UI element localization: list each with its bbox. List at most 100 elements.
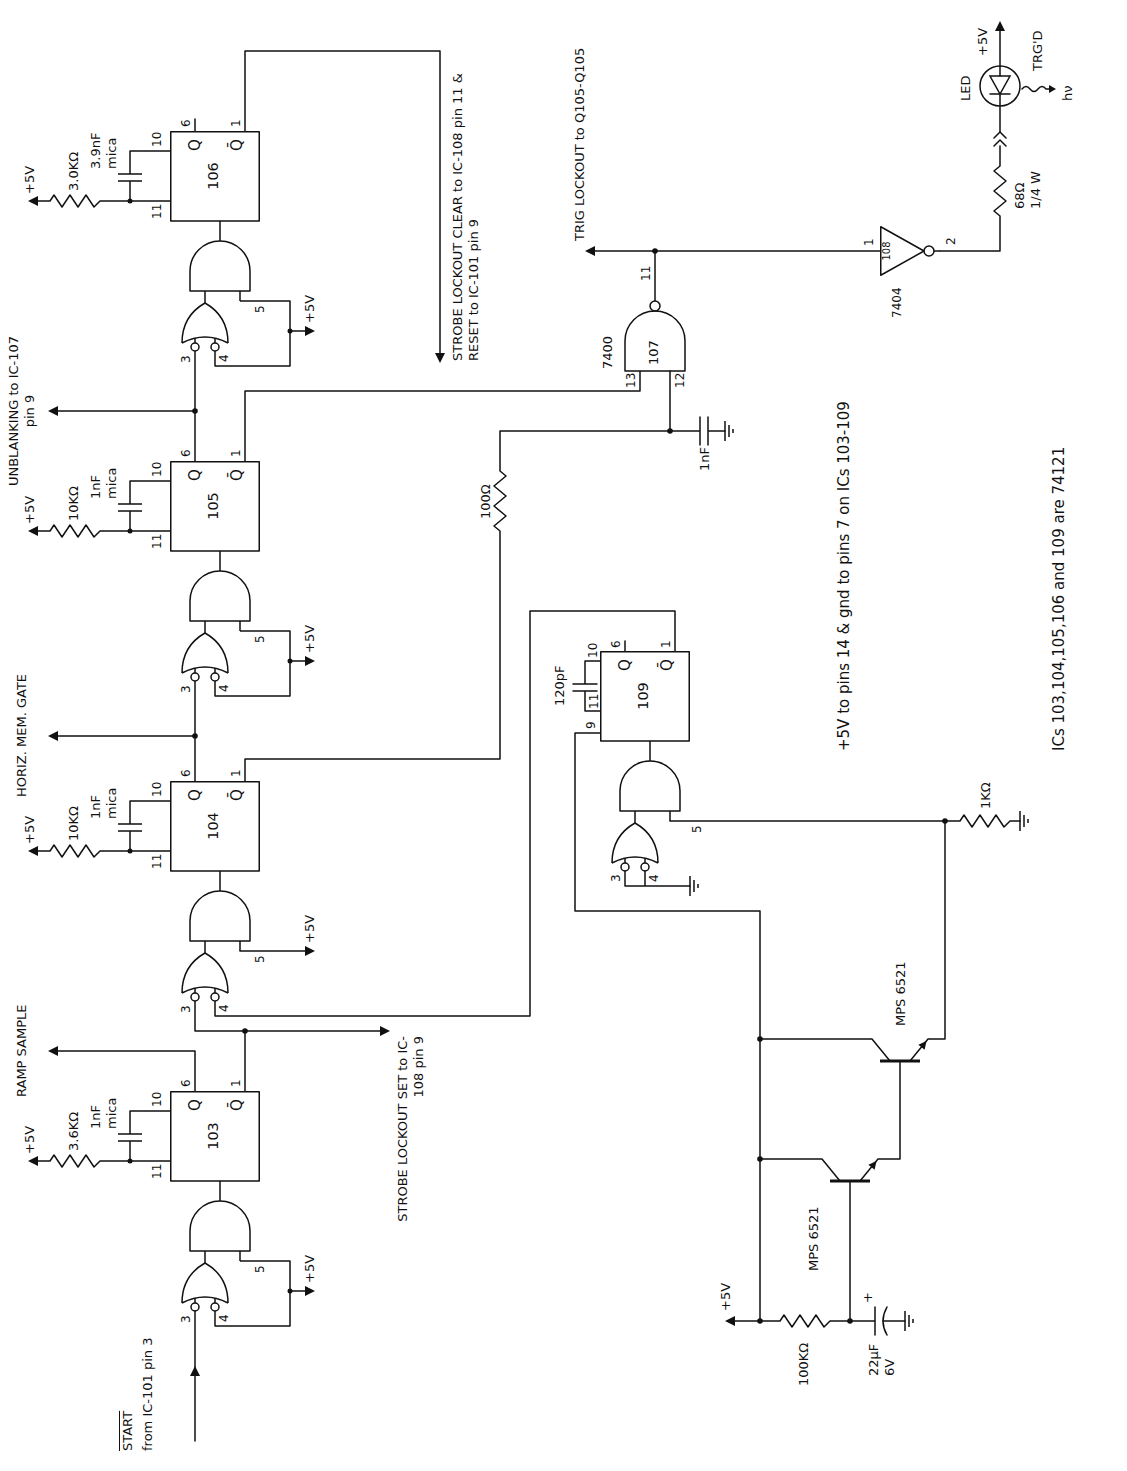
pin-number: 5: [690, 825, 704, 833]
wire: [195, 551, 240, 673]
pin-number: 4: [217, 354, 231, 362]
capacitor-value: 1nF mica: [88, 775, 119, 819]
pin-function: Q̄: [228, 789, 246, 801]
resistor-value: 100Ω: [478, 484, 494, 519]
nand-gate-outline: [625, 291, 685, 371]
ic-number: 106: [205, 131, 222, 221]
resistor-value: 10KΩ: [66, 806, 82, 841]
wire: [245, 1030, 380, 1032]
or-gate-symbol: [182, 1263, 228, 1303]
arrowhead: [48, 21, 1056, 1376]
transistor-base-bar: [880, 1060, 920, 1063]
supply-tie: [215, 301, 315, 1326]
wire: [245, 371, 640, 461]
supply-tie: [215, 1261, 315, 1326]
wire: [58, 410, 195, 412]
and-gate-symbol: [190, 241, 250, 291]
arrowhead: [1049, 85, 1056, 93]
arrowhead: [585, 246, 595, 256]
inverter-gate-outline: [881, 227, 940, 276]
arrowhead: [305, 946, 315, 956]
pin-number: 1: [659, 640, 673, 648]
and-gate-symbol: [620, 761, 680, 811]
wire: [58, 31, 1050, 1441]
inversion-bubble: [924, 246, 934, 256]
ic-box: [171, 1092, 260, 1181]
inversion-bubble: [641, 863, 649, 871]
note: +5V to pins 14 & gnd to pins 7 on ICs 10…: [835, 401, 853, 751]
pin-number: 11: [150, 204, 164, 219]
wire: [934, 250, 940, 252]
wire: [245, 51, 440, 353]
signal-name: UNBLANKING to IC-107 pin 9: [6, 326, 37, 496]
signal-source: from IC-101 pin 3: [140, 1338, 156, 1451]
or-gate-symbol: [182, 633, 228, 673]
wire: [58, 1051, 195, 1091]
transistor-type: MPS 6521: [893, 961, 909, 1026]
one-shot-ic-outline: [601, 652, 690, 871]
wire: [195, 221, 240, 343]
ground-symbol: [725, 421, 733, 441]
ground-symbol: [1020, 811, 1028, 831]
ic-box: [601, 652, 690, 741]
one-shot-ic-outline: [171, 132, 260, 351]
arrowhead: [435, 353, 445, 363]
junction-dot: [192, 248, 948, 1324]
wire: [215, 611, 675, 1016]
light-symbol: hν: [1060, 85, 1076, 101]
one-shot-ic: 106QQ̄: [170, 131, 260, 351]
pin-number: 1: [229, 1079, 243, 1087]
pin-number: 6: [609, 640, 623, 648]
signal-name: STROBE LOCKOUT SET to IC-108 pin 9: [395, 1036, 426, 1236]
resistor-value: 3.6KΩ: [66, 1112, 82, 1151]
inversion-bubble: [191, 993, 199, 1001]
ground-symbol: [690, 876, 698, 896]
supply-label: +5V: [975, 28, 991, 56]
wire: [760, 1061, 900, 1181]
inversion-bubble: [211, 343, 219, 351]
arrowhead: [918, 1041, 926, 1050]
wire: [195, 1181, 240, 1303]
led-symbol: [980, 66, 1020, 106]
pin-number: 5: [253, 955, 267, 963]
note: ICs 103,104,105,106 and 109 are 74121: [1050, 447, 1068, 751]
pin-function: Q̄: [228, 1099, 246, 1111]
arrowhead: [190, 1366, 200, 1376]
pin-number: 4: [217, 1314, 231, 1322]
pin-number: 6: [179, 1079, 193, 1087]
led-symbol: [980, 66, 1020, 106]
wire: [1022, 87, 1050, 92]
arrowhead: [995, 21, 1005, 31]
ic-number: 103: [205, 1091, 222, 1181]
wire: [883, 1307, 887, 1335]
wire: [625, 871, 690, 886]
wire: [195, 1001, 245, 1091]
resistor-value: 3.0KΩ: [66, 152, 82, 191]
pin-number: 11: [587, 694, 601, 709]
pin-number: 1: [229, 119, 243, 127]
arrowhead: [48, 1046, 58, 1056]
pin-number: 9: [584, 721, 598, 729]
wire: [595, 250, 655, 252]
pin-number: 10: [586, 643, 600, 658]
wire: [940, 146, 1006, 251]
indicator-label: TRG'D: [1030, 30, 1046, 71]
component-label: LED: [958, 76, 974, 101]
pin-number: 12: [673, 373, 687, 388]
nand-gate: 7400107: [620, 291, 690, 371]
resistor-value: 1KΩ: [978, 782, 994, 809]
one-shot-ic: 104QQ̄: [170, 781, 260, 1001]
part-number: 7400: [600, 336, 616, 369]
signal-name: TRIG LOCKOUT to Q105-Q105: [572, 48, 588, 241]
pin-number: 4: [217, 1004, 231, 1012]
wire: [195, 871, 240, 993]
pin-function: Q̄: [228, 469, 246, 481]
pin-number: 4: [217, 684, 231, 692]
supply-label: +5V: [22, 1126, 38, 1154]
one-shot-ic-outline: [171, 782, 260, 1001]
one-shot-ic: 109QQ̄: [600, 651, 690, 871]
signal-name: RAMP SAMPLE: [14, 1005, 30, 1098]
pin-number: 5: [253, 1265, 267, 1273]
pin-number: 6: [179, 449, 193, 457]
